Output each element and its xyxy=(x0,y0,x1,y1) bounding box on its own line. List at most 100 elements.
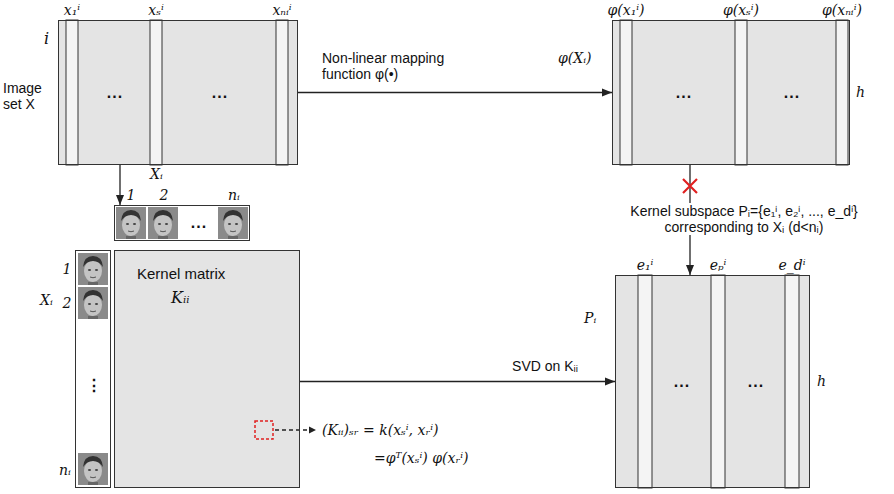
svg-part xyxy=(711,275,725,488)
text-slot: nᵢ xyxy=(228,187,240,203)
svg-part xyxy=(836,20,848,165)
column-label: xₛⁱ xyxy=(148,2,163,18)
text-slot: i xyxy=(44,30,49,48)
index-number: 1 xyxy=(127,187,136,203)
edge-label: Non-linear mapping function φ(•) xyxy=(322,50,472,82)
text-slot: φ(xₛⁱ) xyxy=(723,2,759,18)
ellipsis: ... xyxy=(784,84,800,102)
dashed-leader xyxy=(275,429,316,430)
text-slot: ... xyxy=(674,373,690,391)
svg-part xyxy=(58,20,298,165)
text-slot: ... xyxy=(191,214,207,232)
text-slot: xₙᵢⁱ xyxy=(272,2,291,18)
set-label: Xᵢ xyxy=(40,292,53,308)
text-slot: h xyxy=(817,373,826,389)
matrix-label: Pᵢ xyxy=(584,310,596,326)
column-label: φ(xₛⁱ) xyxy=(723,2,759,18)
column-label: φ(x₁ⁱ) xyxy=(607,2,644,18)
text-slot: φ(Xᵢ) xyxy=(558,50,592,66)
matrix-label: φ(Xᵢ) xyxy=(558,50,592,66)
ellipsis: ... xyxy=(107,84,123,102)
text-slot: ... xyxy=(748,373,764,391)
matrix-fill xyxy=(58,20,850,488)
formula: (Kᵢᵢ)ₛᵣ = k(xₛⁱ, xᵣⁱ) xyxy=(322,422,439,438)
index-number: 2 xyxy=(63,295,72,311)
column-label: e_dⁱ xyxy=(778,257,805,273)
text-slot: Xᵢ xyxy=(150,166,163,182)
text-slot: SVD on Kᵢᵢ xyxy=(512,358,578,374)
image-strip: 12...nᵢ xyxy=(114,205,250,241)
formula: =φᵀ(xₛⁱ) φ(xᵣⁱ) xyxy=(374,450,469,466)
text-slot: φ(x₁ⁱ) xyxy=(607,2,644,18)
svg-part xyxy=(116,207,146,239)
matrix-box: ...... xyxy=(612,20,850,165)
svg-part xyxy=(78,253,108,285)
text-slot: nᵢ xyxy=(59,462,71,478)
text-slot: ... xyxy=(784,84,800,102)
text-slot: Xᵢ xyxy=(40,292,53,308)
dimension-label: h xyxy=(856,84,865,100)
matrix-symbol: Kᵢᵢ xyxy=(171,289,189,307)
box-title: Kernel matrix xyxy=(137,265,225,282)
text-slot: xₛⁱ xyxy=(148,2,163,18)
text-slot: e₁ⁱ xyxy=(637,257,654,273)
ellipsis: ... xyxy=(748,373,764,391)
ellipsis: ... xyxy=(191,214,207,232)
text-slot: φ(xₙᵢⁱ) xyxy=(822,2,862,18)
face-image xyxy=(78,207,248,485)
index-number: 1 xyxy=(63,261,72,277)
ellipsis: ⋮ xyxy=(86,377,103,395)
ellipsis: ... xyxy=(212,84,228,102)
matrix-column xyxy=(66,20,848,488)
text-slot: h xyxy=(856,84,865,100)
kernel-matrix-box: Kernel matrixKᵢᵢ xyxy=(114,250,300,488)
svg-part xyxy=(78,453,108,485)
row-index: i xyxy=(44,30,49,48)
text-slot: ... xyxy=(107,84,123,102)
svg-part xyxy=(612,20,850,165)
svg-part xyxy=(148,207,178,239)
text-slot: 1 xyxy=(63,261,72,277)
edge-label: SVD on Kᵢᵢ xyxy=(512,358,578,374)
index-number: nᵢ xyxy=(59,462,71,478)
text-slot: 1 xyxy=(127,187,136,203)
svg-part xyxy=(276,20,288,165)
text-slot: Image set X xyxy=(3,80,55,112)
text-slot: ... xyxy=(212,84,228,102)
column-label: e₁ⁱ xyxy=(637,257,654,273)
arrow-connector xyxy=(300,381,615,382)
image-strip: 12⋮nᵢ xyxy=(75,250,111,488)
cross-mark xyxy=(683,179,697,193)
column-label: φ(xₙᵢⁱ) xyxy=(822,2,862,18)
svg-part xyxy=(638,275,652,488)
text-slot: ... xyxy=(676,84,692,102)
text-slot: Kernel matrix xyxy=(137,265,225,282)
text-slot: x₁ⁱ xyxy=(64,2,80,18)
column-label: xₙᵢⁱ xyxy=(272,2,291,18)
column-label: eₚⁱ xyxy=(710,257,727,273)
text-slot: =φᵀ(xₛⁱ) φ(xᵣⁱ) xyxy=(374,450,469,466)
edge-label: Kernel subspace Pᵢ={e₁ⁱ, e₂ⁱ, ..., e_dⁱ}… xyxy=(598,203,890,235)
text-slot: (Kᵢᵢ)ₛᵣ = k(xₛⁱ, xᵣⁱ) xyxy=(322,422,439,438)
matrix-box: ...... xyxy=(615,275,810,488)
index-number: nᵢ xyxy=(228,187,240,203)
index-number: 2 xyxy=(160,187,169,203)
element-highlight xyxy=(255,421,273,439)
arrow-connector xyxy=(119,165,120,205)
svg-part xyxy=(78,287,108,319)
ellipsis: ... xyxy=(676,84,692,102)
svg-part xyxy=(150,20,162,165)
column-label: x₁ⁱ xyxy=(64,2,80,18)
text-slot: Non-linear mapping function φ(•) xyxy=(322,50,472,82)
svg-part xyxy=(785,275,799,488)
svg-part xyxy=(114,250,300,488)
set-label: Xᵢ xyxy=(150,166,163,182)
text-slot: Pᵢ xyxy=(584,310,596,326)
text-slot: eₚⁱ xyxy=(710,257,727,273)
matrix-box: ...... xyxy=(58,20,298,165)
text-slot: Kernel subspace Pᵢ={e₁ⁱ, e₂ⁱ, ..., e_dⁱ}… xyxy=(598,203,890,235)
svg-part xyxy=(218,207,248,239)
set-label: Image set X xyxy=(3,80,55,112)
